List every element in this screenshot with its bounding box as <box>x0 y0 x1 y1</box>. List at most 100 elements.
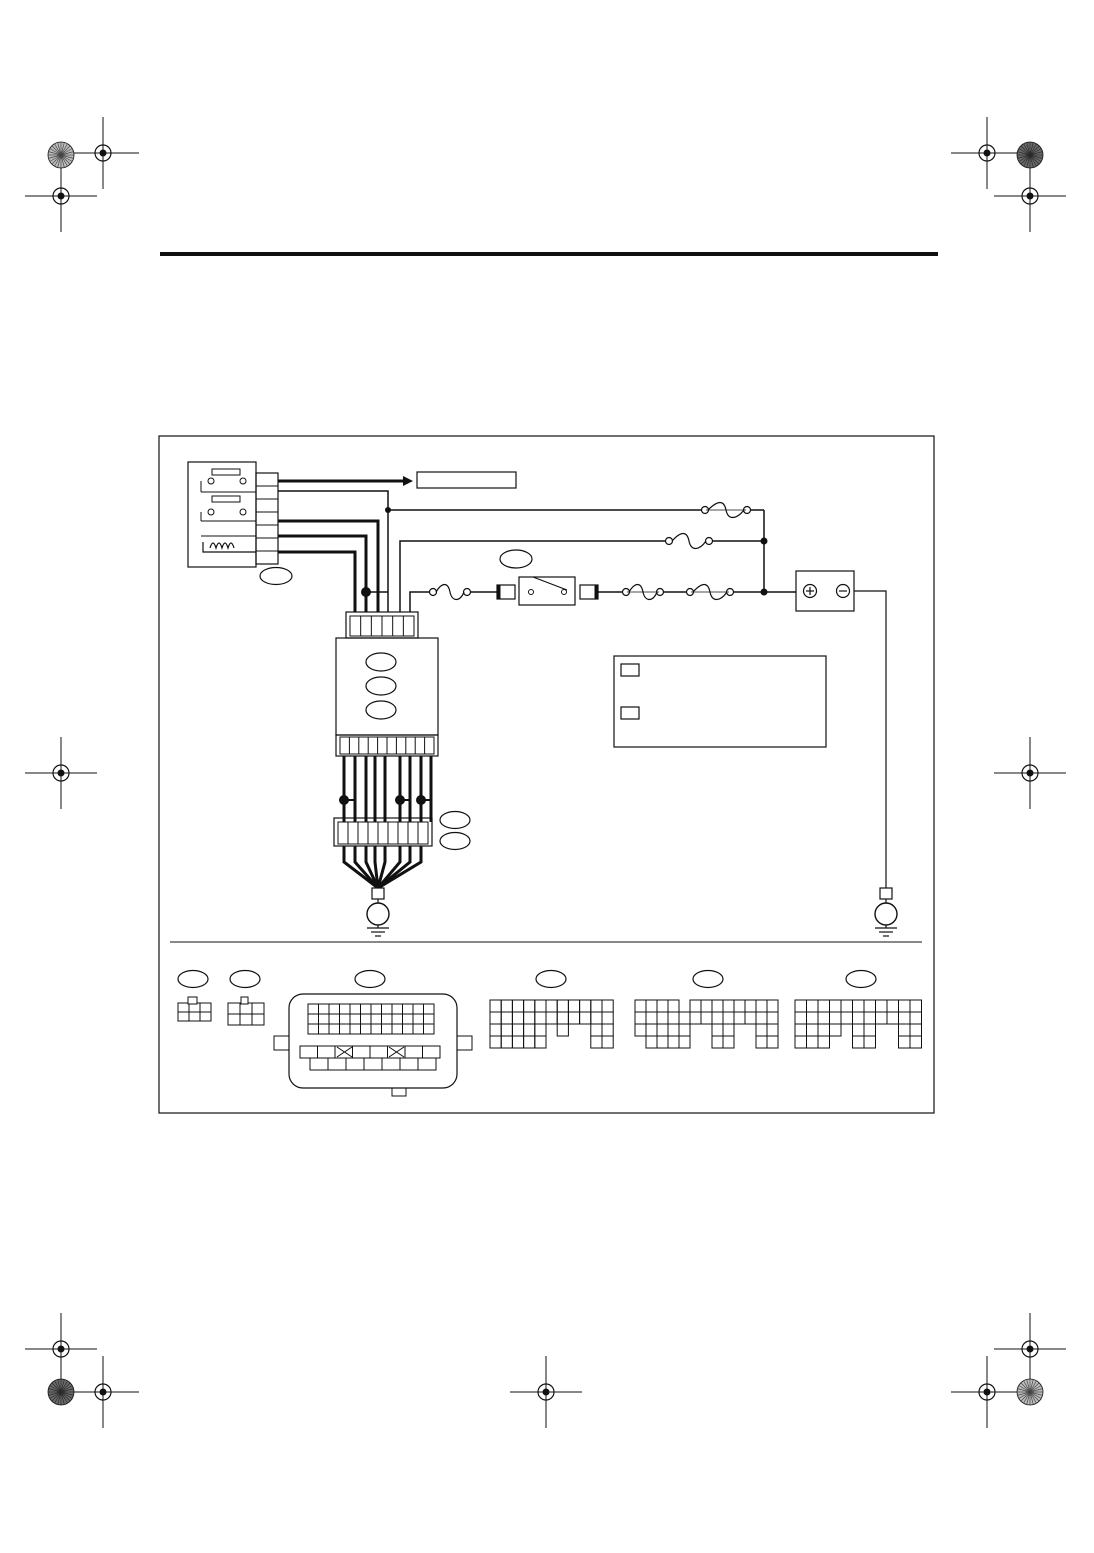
power-line-2 <box>399 540 764 612</box>
relay-connector <box>255 472 279 565</box>
connector-cavity <box>523 1011 536 1025</box>
connector-cavity <box>689 999 702 1013</box>
connector-cavity <box>381 1057 401 1071</box>
connector-cavity <box>423 1023 435 1035</box>
ecm-bottom-connector <box>335 734 439 757</box>
connector-cavity <box>656 1011 669 1025</box>
connector-cavity <box>909 1035 922 1049</box>
connector-face-views <box>177 969 922 1097</box>
connector-cavity <box>909 999 922 1013</box>
ground-wire <box>376 846 387 889</box>
connector-cavity <box>852 1035 865 1049</box>
connector-cavity <box>806 1035 819 1049</box>
connector-cavity <box>404 1045 423 1059</box>
joint-connector-label-ellipse <box>439 810 471 830</box>
connector-label-ellipse <box>177 969 209 989</box>
connector-cavity <box>875 999 888 1013</box>
registration-crosshair-icon <box>67 117 139 189</box>
fuses <box>428 501 752 601</box>
registration-crosshair-icon <box>994 1313 1066 1385</box>
connector-cavity <box>423 1013 435 1025</box>
connector-cavity <box>402 1013 414 1025</box>
connector-cavity <box>733 999 746 1013</box>
connector-cavity <box>412 1013 424 1025</box>
registration-crosshair-icon <box>951 1356 1023 1428</box>
blocked-cavity-mark <box>336 1046 353 1058</box>
connector-cavity <box>794 1035 807 1049</box>
connector-cavity <box>318 1003 330 1015</box>
battery-ground-wire <box>854 590 887 888</box>
connector-cavity <box>422 1045 441 1059</box>
connector-latch <box>187 996 198 1005</box>
connector-cavity <box>417 1057 437 1071</box>
connector-cavity <box>678 1023 691 1037</box>
connector-cavity <box>667 1011 680 1025</box>
connector-cavity <box>511 1035 525 1049</box>
registration-crosshair-icon <box>994 160 1066 232</box>
registration-crosshair-icon <box>951 117 1023 189</box>
connector-cavity <box>188 1011 201 1022</box>
connector-cavity <box>567 999 581 1013</box>
ground-wire <box>373 846 380 889</box>
registration-crosshair-icon <box>994 737 1066 809</box>
connector-cavity <box>634 1023 647 1037</box>
connector-cavity <box>227 1013 241 1026</box>
connector-cavity <box>317 1045 336 1059</box>
connector-cavity <box>656 999 669 1013</box>
ignition-switch-label-ellipse <box>499 549 533 569</box>
power-line-1 <box>278 490 765 592</box>
legend-swatch-1 <box>620 663 640 677</box>
connector-cavity <box>579 999 592 1013</box>
junction-dot <box>395 795 405 805</box>
joint-connector-label-ellipse <box>439 831 471 851</box>
connector-cavity <box>711 1035 724 1049</box>
diagram-frame <box>158 435 935 1114</box>
connector-cavity <box>360 1003 372 1015</box>
connector-face-3-shell <box>288 993 458 1089</box>
connector-cavity <box>567 1011 581 1025</box>
connector-cavity <box>766 1011 779 1025</box>
connector-cavity <box>711 1011 724 1025</box>
ground-points <box>366 887 898 937</box>
connector-cavity <box>177 1011 190 1022</box>
connector-cavity <box>307 1023 319 1035</box>
connector-cavity <box>328 1023 340 1035</box>
connector-cavity <box>722 1035 735 1049</box>
connector-cavity <box>423 1003 435 1015</box>
connector-cavity <box>863 1023 876 1037</box>
connector-cavity <box>817 1023 830 1037</box>
connector-cavity <box>806 1011 819 1025</box>
connector-cavity <box>523 1023 536 1037</box>
connector-cavity <box>656 1035 669 1049</box>
connector-cavity <box>886 999 899 1013</box>
fuse-icon <box>428 583 472 601</box>
connector-latch <box>240 996 249 1005</box>
connector-cavity <box>601 1011 614 1025</box>
relay-to-ecm-harness <box>278 519 380 612</box>
connector-cavity <box>806 1023 819 1037</box>
connector-cavity <box>239 1002 253 1015</box>
connector-cavity <box>391 1003 403 1015</box>
connector-label-ellipse <box>692 969 724 989</box>
connector-cavity <box>898 1035 911 1049</box>
connector-cavity <box>909 1023 922 1037</box>
connector-label-ellipse <box>229 969 261 989</box>
connector-cavity <box>863 1011 876 1025</box>
connector-label-ellipse <box>845 969 877 989</box>
connector-cavity <box>645 1023 658 1037</box>
connector-cavity <box>645 999 658 1013</box>
registration-crosshair-icon <box>25 160 97 232</box>
connector-cavity <box>352 1045 371 1059</box>
connector-cavity <box>369 1045 388 1059</box>
main-relay <box>187 461 257 568</box>
connector-cavity <box>634 1011 647 1025</box>
fuse-icon <box>664 532 714 550</box>
connector-cavity <box>863 999 876 1013</box>
connector-cavity <box>534 1035 547 1049</box>
connector-cavity <box>556 1011 569 1025</box>
connector-cavity <box>511 999 525 1013</box>
connector-cavity <box>391 1013 403 1025</box>
connector-cavity <box>534 1011 547 1025</box>
registration-marks <box>25 117 1066 1428</box>
connector-cavity <box>349 1023 361 1035</box>
